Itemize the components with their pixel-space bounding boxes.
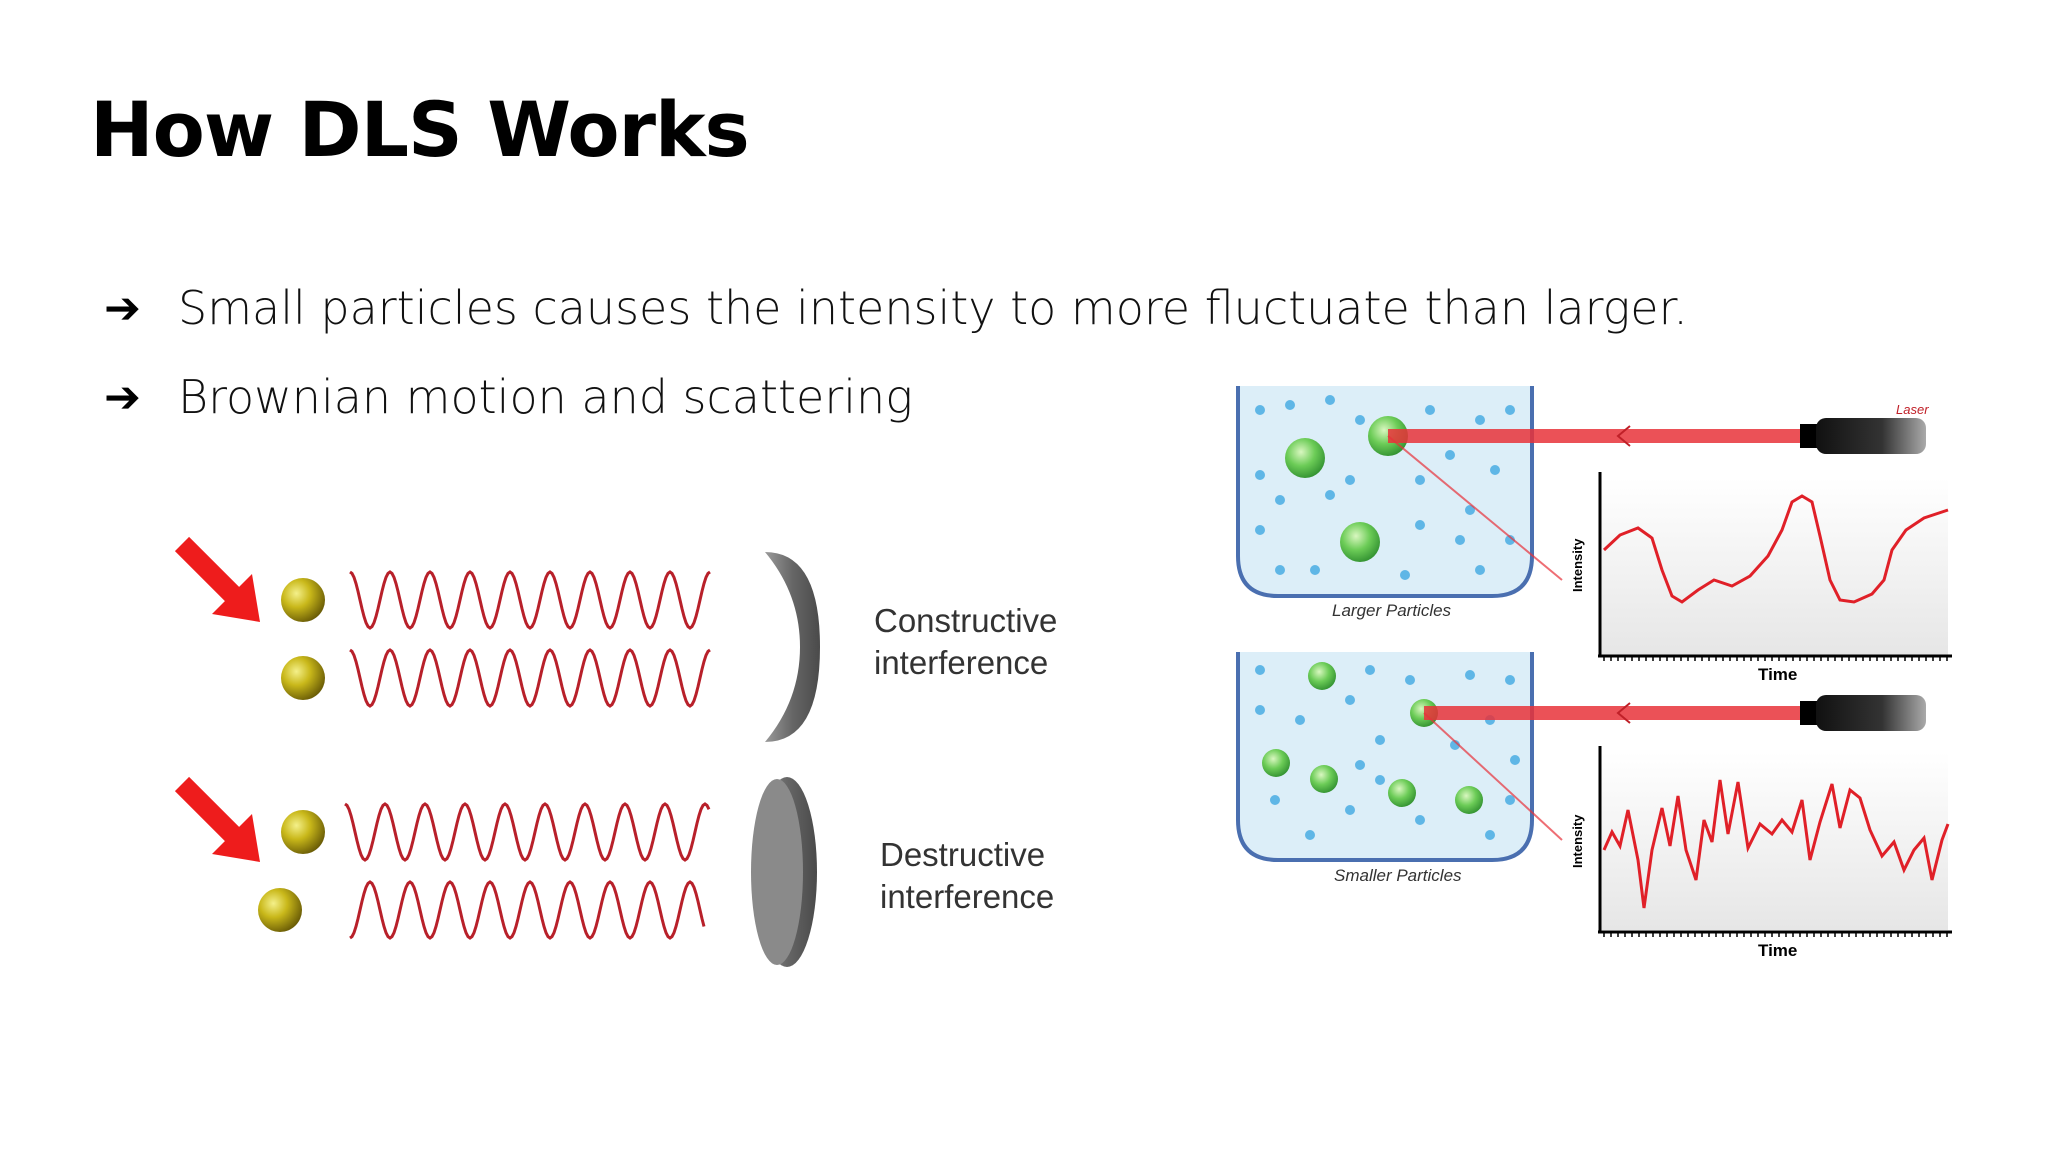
- solvent-dot: [1255, 525, 1265, 535]
- solvent-dot: [1510, 755, 1520, 765]
- solvent-dot: [1345, 805, 1355, 815]
- particle-icon: [1388, 779, 1416, 807]
- particle-icon: [258, 888, 302, 932]
- incident-arrow-icon: [174, 776, 260, 862]
- solvent-dot: [1255, 470, 1265, 480]
- solvent-dot: [1325, 395, 1335, 405]
- solvent-dot: [1400, 570, 1410, 580]
- particle-icon: [1340, 522, 1380, 562]
- solvent-dot: [1270, 795, 1280, 805]
- bullet-item: ➔ Small particles causes the intensity t…: [104, 278, 1688, 338]
- interference-diagram: Constructive interference Destructive in…: [174, 536, 1057, 967]
- solvent-dot: [1505, 535, 1515, 545]
- constructive-label: Constructive: [874, 602, 1057, 639]
- solvent-dot: [1425, 405, 1435, 415]
- solvent-dot: [1365, 665, 1375, 675]
- solvent-dot: [1415, 475, 1425, 485]
- solvent-dot: [1475, 565, 1485, 575]
- solvent-dot: [1375, 735, 1385, 745]
- solvent-dot: [1490, 465, 1500, 475]
- constructive-detector-icon: [765, 552, 820, 742]
- solvent-dot: [1465, 670, 1475, 680]
- dls-diagram: Larger Particles Smaller Particles: [1236, 386, 1952, 960]
- particle-icon: [1308, 662, 1336, 690]
- slide-title: How DLS Works: [90, 85, 750, 174]
- solvent-molecules: [1255, 665, 1520, 840]
- incident-arrow-icon: [174, 536, 260, 622]
- x-axis-label: Time: [1758, 665, 1797, 684]
- particle-icon: [1310, 765, 1338, 793]
- solvent-dot: [1355, 415, 1365, 425]
- y-axis-label: Intensity: [1570, 538, 1585, 592]
- wave-line: [344, 802, 711, 862]
- solvent-dot: [1465, 505, 1475, 515]
- solvent-dot: [1310, 565, 1320, 575]
- y-axis-label: Intensity: [1570, 814, 1585, 868]
- solvent-dot: [1415, 815, 1425, 825]
- solvent-molecules: [1255, 395, 1515, 580]
- solvent-dot: [1505, 675, 1515, 685]
- bullet-text: Small particles causes the intensity to …: [178, 281, 1688, 335]
- solvent-dot: [1345, 695, 1355, 705]
- intensity-graph-larger: [1598, 472, 1952, 661]
- solvent-dot: [1275, 565, 1285, 575]
- x-axis-label: Time: [1758, 941, 1797, 960]
- solvent-dot: [1345, 475, 1355, 485]
- solvent-dot: [1275, 495, 1285, 505]
- laser-device-icon: [1800, 418, 1926, 454]
- solvent-dot: [1375, 775, 1385, 785]
- larger-particles-label: Larger Particles: [1332, 601, 1452, 620]
- particle-icon: [281, 656, 325, 700]
- particle-icon: [281, 578, 325, 622]
- wave-line: [349, 648, 711, 708]
- solvent-dot: [1255, 705, 1265, 715]
- solvent-dot: [1255, 405, 1265, 415]
- destructive-label: Destructive: [880, 836, 1045, 873]
- solvent-dot: [1415, 520, 1425, 530]
- wave-line: [349, 880, 706, 940]
- destructive-detector-icon: [751, 777, 817, 967]
- bullet-text: Brownian motion and scattering: [178, 370, 913, 424]
- solvent-dot: [1285, 400, 1295, 410]
- solvent-dot: [1445, 450, 1455, 460]
- solvent-dot: [1325, 490, 1335, 500]
- constructive-label: interference: [874, 644, 1048, 681]
- wave-line: [349, 570, 711, 630]
- solvent-dot: [1255, 665, 1265, 675]
- intensity-signal: [1602, 779, 1950, 909]
- laser-device-icon: [1800, 695, 1926, 731]
- solvent-dot: [1475, 415, 1485, 425]
- solvent-dot: [1455, 535, 1465, 545]
- larger-particles-cuvette: [1236, 386, 1534, 598]
- particle-icon: [281, 810, 325, 854]
- laser-beam: [1388, 429, 1808, 443]
- particle-icon: [1262, 749, 1290, 777]
- bullet-list: ➔ Small particles causes the intensity t…: [104, 278, 1688, 456]
- laser-label: Laser: [1896, 402, 1929, 417]
- particle-icon: [1285, 438, 1325, 478]
- laser-beam: [1424, 706, 1808, 720]
- destructive-label: interference: [880, 878, 1054, 915]
- intensity-graph-smaller: [1598, 746, 1952, 937]
- solvent-dot: [1485, 830, 1495, 840]
- arrow-bullet-icon: ➔: [104, 371, 141, 423]
- solvent-dot: [1295, 715, 1305, 725]
- solvent-dot: [1505, 795, 1515, 805]
- solvent-dot: [1355, 760, 1365, 770]
- solvent-dot: [1405, 675, 1415, 685]
- solvent-dot: [1505, 405, 1515, 415]
- intensity-signal: [1602, 494, 1949, 604]
- arrow-bullet-icon: ➔: [104, 282, 141, 334]
- solvent-dot: [1305, 830, 1315, 840]
- bullet-item: ➔ Brownian motion and scattering: [104, 367, 1688, 427]
- smaller-particles-label: Smaller Particles: [1334, 866, 1462, 885]
- particle-icon: [1455, 786, 1483, 814]
- smaller-particles-cuvette: [1236, 652, 1534, 862]
